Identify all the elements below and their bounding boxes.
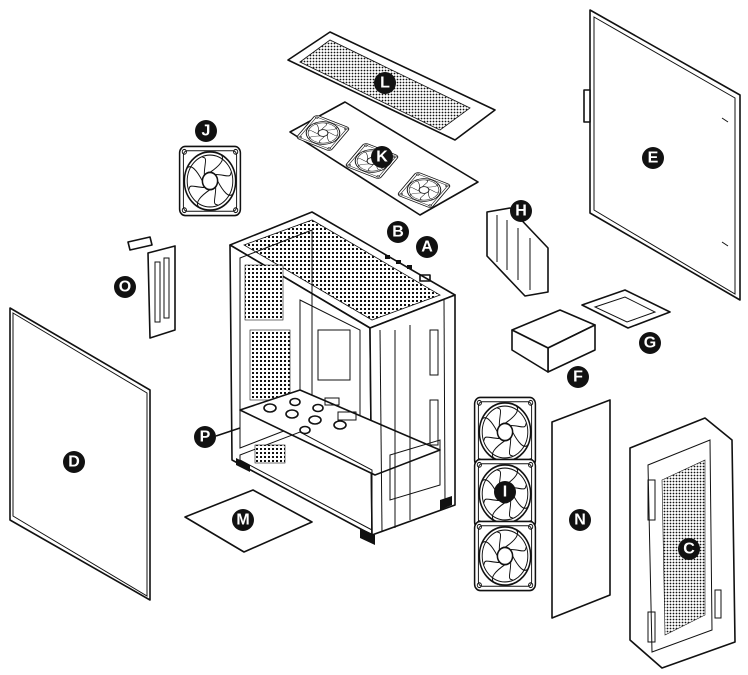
callout-e: E [642, 147, 664, 169]
drive-tray [511, 309, 596, 373]
callout-f-text: F [573, 369, 583, 386]
drive-cage [486, 207, 549, 297]
callout-e-text: E [648, 150, 659, 167]
callout-d-text: D [68, 454, 80, 471]
callout-j: J [195, 120, 217, 142]
callout-d: D [63, 451, 85, 473]
callout-i-text: I [503, 484, 507, 501]
main-chassis [229, 211, 456, 545]
callout-h-text: H [515, 203, 527, 220]
callout-g: G [639, 332, 661, 354]
callout-f: F [567, 366, 589, 388]
callout-p-text: P [200, 429, 211, 446]
callout-m: M [232, 509, 254, 531]
rear-fan [178, 145, 242, 217]
callout-p: P [194, 426, 241, 448]
callout-n-text: N [574, 512, 586, 529]
callout-o-text: O [119, 279, 131, 296]
callout-b: B [387, 221, 409, 243]
callout-a-text: A [421, 239, 433, 256]
callout-g-text: G [644, 335, 656, 352]
right-side-panel [583, 9, 741, 301]
callout-i: I [494, 481, 516, 503]
callout-b-text: B [392, 224, 404, 241]
front-dust-filter [551, 399, 611, 619]
callout-k: K [371, 146, 393, 168]
callout-a: A [416, 236, 438, 258]
callout-k-text: K [376, 149, 388, 166]
callout-c-text: C [683, 541, 695, 558]
pcie-bracket [127, 236, 176, 339]
callout-o: O [114, 276, 136, 298]
callout-c: C [678, 538, 700, 560]
callout-j-text: J [202, 123, 211, 140]
callout-l: L [374, 72, 396, 94]
callout-l-text: L [380, 75, 390, 92]
callout-h: H [510, 200, 532, 222]
callout-m-text: M [236, 512, 249, 529]
callout-n: N [569, 509, 591, 531]
mount-bracket [581, 289, 671, 329]
